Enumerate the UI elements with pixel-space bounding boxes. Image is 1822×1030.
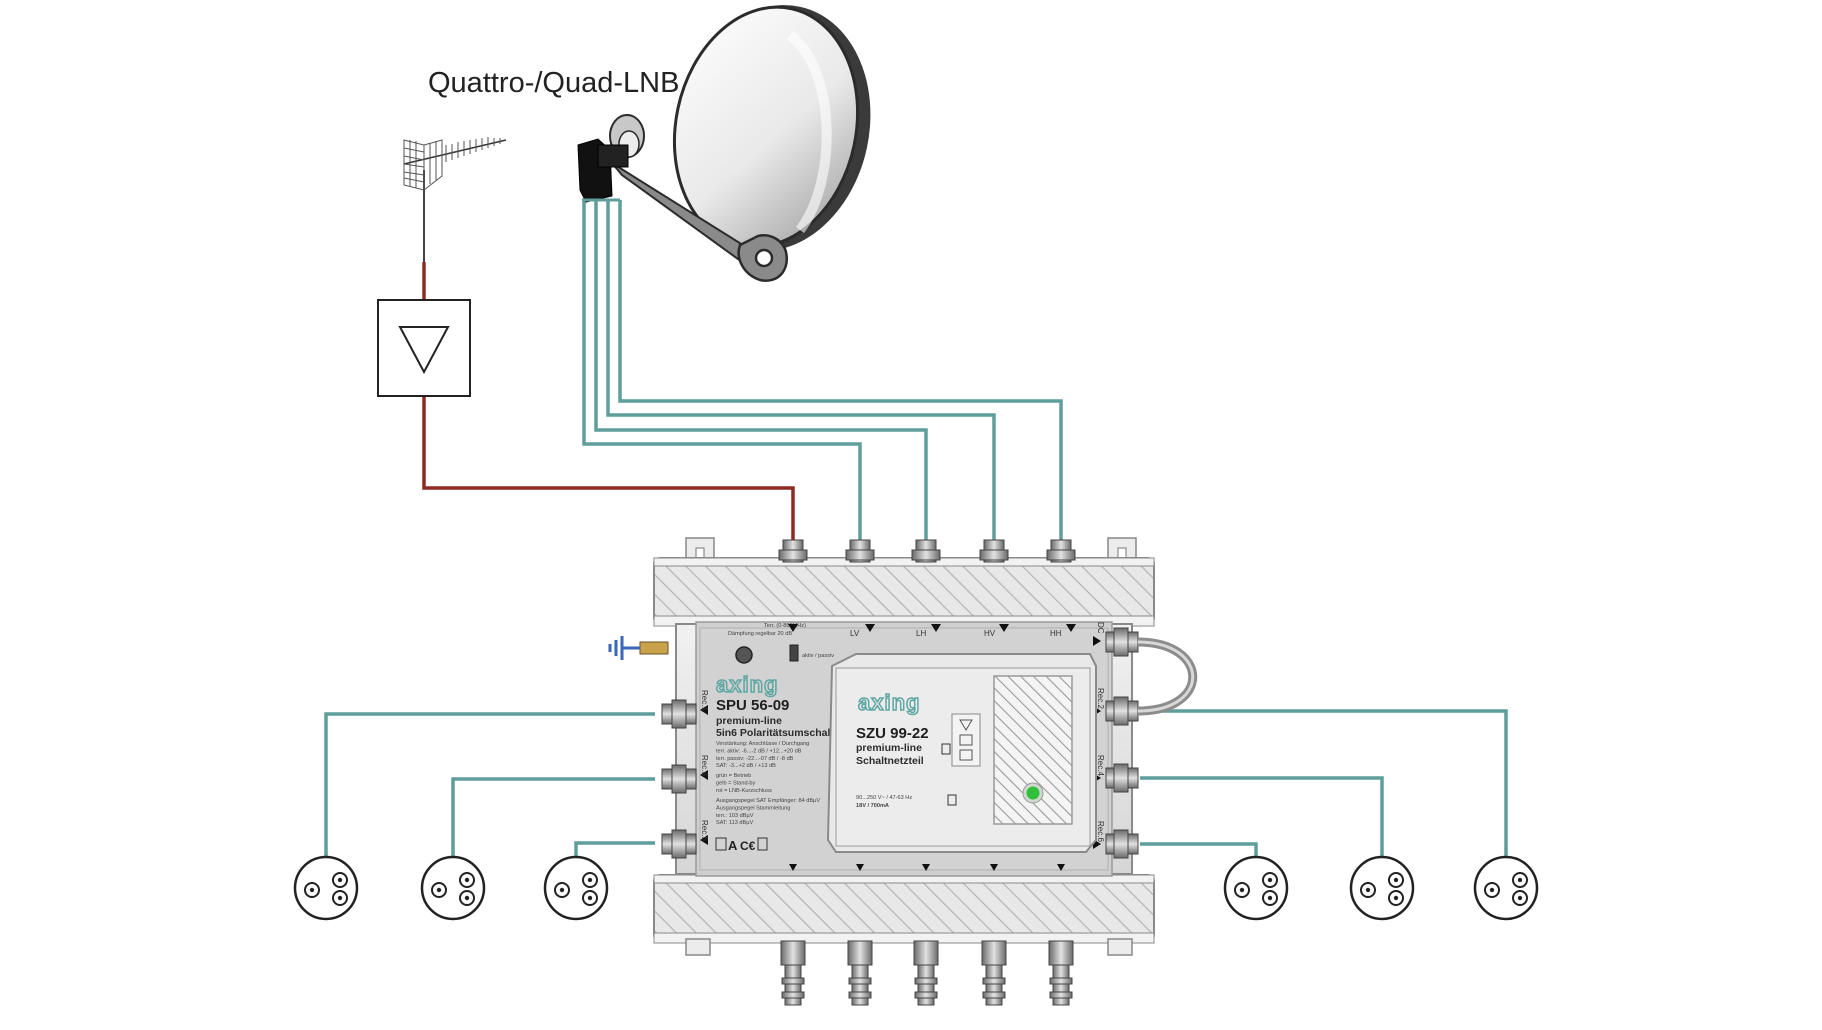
- psu-model: SZU 99-22: [856, 725, 929, 742]
- trunk-connector: [913, 940, 939, 1006]
- multiswitch-line: premium-line: [716, 715, 782, 727]
- terr-label: Terr. (0-862MHz): [764, 623, 806, 629]
- terrestrial-cable: [422, 262, 795, 542]
- aktiv-passiv-switch[interactable]: [789, 644, 799, 662]
- psu-desc: Schaltnetzteil: [856, 755, 924, 767]
- trunk-connector: [981, 940, 1007, 1006]
- rec-label-4: Rec.4: [1096, 755, 1105, 776]
- connector-lh: [911, 539, 941, 563]
- spec-line: terr. aktiv: -6...-2 dB / +12...+20 dB: [716, 748, 802, 754]
- spec-line: SAT: 113 dBµV: [716, 820, 753, 826]
- rec-label-3: Rec.3: [700, 755, 709, 776]
- spec-line: rot = LNB-Kurzschluss: [716, 788, 772, 794]
- receiver-connectors: [661, 627, 1139, 859]
- input-label-hh: HH: [1050, 629, 1062, 638]
- damping-label: Dämpfung regelbar 20 dB: [728, 631, 792, 637]
- trunk-connector: [847, 940, 873, 1006]
- connector-rec1: [661, 699, 697, 729]
- trunk-connector: [1048, 940, 1074, 1006]
- connector-rec6: [1105, 829, 1139, 859]
- satellite-dish-icon: [609, 5, 871, 282]
- multiswitch-spec-lines: Verstärkung: Anschlüsse / Durchgangterr.…: [716, 741, 820, 826]
- spec-line: SAT: -3...+2 dB / +13 dB: [716, 763, 776, 769]
- antenna-outlet-icon: [1223, 855, 1289, 921]
- cable-rec5: [574, 841, 655, 860]
- connector-terr: [778, 539, 808, 563]
- cable-hv: [606, 200, 996, 542]
- connector-rec4: [1105, 763, 1139, 793]
- power-supply-unit: axing SZU 99-22 premium-line Schaltnetzt…: [826, 653, 1097, 853]
- multiswitch-panel: axing SPU 56-09 premium-line 5in6 Polari…: [700, 622, 1105, 871]
- psu-symbol-box: [951, 713, 981, 767]
- multiswitch-model: SPU 56-09: [716, 697, 789, 714]
- psu-input-spec: 90...250 V~ / 47-63 Hz: [856, 795, 912, 801]
- spec-line: gelb = Stand-by: [716, 781, 756, 787]
- multiswitch-brand: axing: [716, 672, 778, 697]
- spec-line: Verstärkung: Anschlüsse / Durchgang: [716, 741, 809, 747]
- spec-line: grün = Betrieb: [716, 773, 751, 779]
- cable-hh: [618, 200, 1063, 542]
- antenna-outlet-icon: [1473, 855, 1539, 921]
- psu-brand: axing: [858, 690, 920, 715]
- cable-rec1: [324, 712, 655, 860]
- connector-hh: [1046, 539, 1076, 563]
- dc-jumper-cable: [1137, 637, 1198, 716]
- spec-line: Ausgangspegel Stammleitung: [716, 805, 790, 811]
- lnb-title: Quattro-/Quad-LNB: [428, 67, 679, 99]
- spec-line: Ausgangspegel SAT Empfänger: 84 dBµV: [716, 798, 820, 804]
- connector-dc: [1105, 627, 1139, 657]
- aktiv-passiv-label: aktiv / passiv: [802, 653, 834, 659]
- connector-rec3: [661, 764, 697, 794]
- cable-rec2: [1140, 709, 1508, 860]
- rec-label-1: Rec.1: [700, 690, 709, 711]
- input-label-lh: LH: [916, 629, 926, 638]
- multiswitch-desc: 5in6 Polaritätsumschalter: [716, 727, 844, 739]
- antenna-outlets: [293, 855, 1539, 921]
- antenna-outlet-icon: [293, 855, 359, 921]
- trunk-connector: [780, 940, 806, 1006]
- cable-lv: [582, 200, 862, 542]
- input-label-hv: HV: [984, 629, 996, 638]
- connector-hv: [979, 539, 1009, 563]
- cable-rec4: [1140, 776, 1384, 860]
- connector-rec5: [661, 829, 697, 859]
- rec-label-5: Rec.5: [700, 820, 709, 841]
- svg-text:C€: C€: [740, 839, 756, 853]
- svg-text:A: A: [728, 838, 738, 853]
- cable-rec3: [451, 777, 655, 860]
- cable-lh: [594, 200, 928, 542]
- input-label-lv: LV: [850, 629, 860, 638]
- antenna-outlet-icon: [420, 855, 486, 921]
- power-led: [1026, 786, 1040, 800]
- dc-label: DC: [1096, 622, 1105, 634]
- spec-line: terr. passiv: -22...-07 dB / -8 dB: [716, 756, 794, 762]
- antenna-outlet-icon: [543, 855, 609, 921]
- output-cables: [324, 709, 1508, 860]
- rec-label-2: Rec.2: [1096, 688, 1105, 709]
- antenna-outlet-icon: [1349, 855, 1415, 921]
- amplifier-triangle-icon: [377, 299, 471, 397]
- damping-knob[interactable]: [735, 646, 753, 664]
- lnb-cables: [582, 200, 1063, 542]
- connector-lv: [845, 539, 875, 563]
- cable-rec6: [1140, 842, 1258, 860]
- terrestrial-antenna-icon: [403, 137, 507, 262]
- connector-rec2: [1105, 696, 1139, 726]
- rec-label-6: Rec.6: [1096, 821, 1105, 842]
- psu-output-spec: 18V / 700mA: [856, 803, 889, 809]
- trunk-connectors: [780, 940, 1074, 1006]
- certification-marks: A C€: [715, 837, 768, 853]
- quad-lnb-icon: [577, 138, 629, 203]
- spec-line: terr.: 103 dBµV: [716, 813, 754, 819]
- input-connectors: [778, 539, 1076, 563]
- ground-icon: [608, 636, 669, 660]
- psu-line: premium-line: [856, 742, 922, 754]
